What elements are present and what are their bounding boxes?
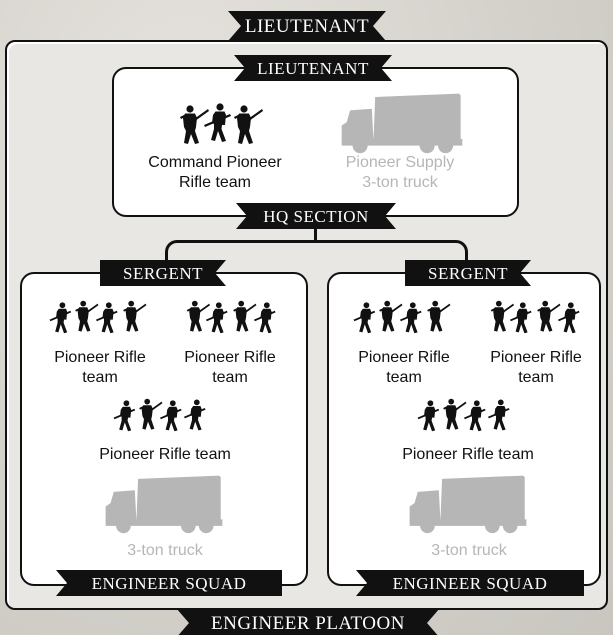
unit-name-line1: Pioneer Rifle xyxy=(184,349,276,366)
rifle-team-label: Pioneer Rifle team xyxy=(402,446,534,463)
squad-commander-label: SERGENT xyxy=(100,260,226,286)
connector-line xyxy=(165,240,468,270)
rifle-team-icon xyxy=(49,300,147,334)
squad-label: ENGINEER SQUAD xyxy=(56,570,282,596)
hq-commander-label: LIEUTENANT xyxy=(234,55,392,81)
rifle-team-label: Pioneer Rifle team xyxy=(170,348,290,388)
unit-name-line2: Rifle team xyxy=(178,174,252,191)
command-team-label: Command Pioneer Rifle team xyxy=(120,153,310,193)
rifle-team-icon xyxy=(417,398,510,432)
unit-name-line2: team xyxy=(518,369,554,386)
supply-truck-label: Pioneer Supply 3-ton truck xyxy=(310,153,490,193)
truck-icon xyxy=(409,475,527,534)
squad-commander-label: SERGENT xyxy=(405,260,531,286)
rifle-team-label: Pioneer Rifle team xyxy=(344,348,464,388)
truck-label: 3-ton truck xyxy=(431,542,507,559)
squad-label: ENGINEER SQUAD xyxy=(356,570,584,596)
unit-name-line2: team xyxy=(386,369,422,386)
rifle-team-label: Pioneer Rifle team xyxy=(99,446,231,463)
truck-label: 3-ton truck xyxy=(127,542,203,559)
unit-name-line2: team xyxy=(82,369,118,386)
unit-name-line1: Pioneer Rifle xyxy=(54,349,146,366)
rifle-team-icon xyxy=(490,300,580,334)
unit-name-line1: Command Pioneer xyxy=(148,154,282,171)
truck-icon xyxy=(105,475,223,534)
unit-name-line1: Pioneer Supply xyxy=(345,154,455,171)
supply-truck-icon xyxy=(341,93,463,154)
platoon-label: ENGINEER PLATOON xyxy=(176,608,440,635)
rifle-team-label: Pioneer Rifle team xyxy=(476,348,596,388)
platoon-commander-label: LIEUTENANT xyxy=(228,11,386,41)
rifle-team-label: Pioneer Rifle team xyxy=(40,348,160,388)
unit-name-line1: Pioneer Rifle xyxy=(490,349,582,366)
command-team-icon xyxy=(180,103,263,144)
unit-name-line1: Pioneer Rifle xyxy=(358,349,450,366)
connector-line xyxy=(314,229,317,243)
unit-name-line2: team xyxy=(212,369,248,386)
unit-name-line2: 3-ton truck xyxy=(362,174,438,191)
hq-section-label: HQ SECTION xyxy=(236,203,396,229)
rifle-team-icon xyxy=(113,398,206,432)
rifle-team-icon xyxy=(186,300,276,334)
rifle-team-icon xyxy=(353,300,451,334)
